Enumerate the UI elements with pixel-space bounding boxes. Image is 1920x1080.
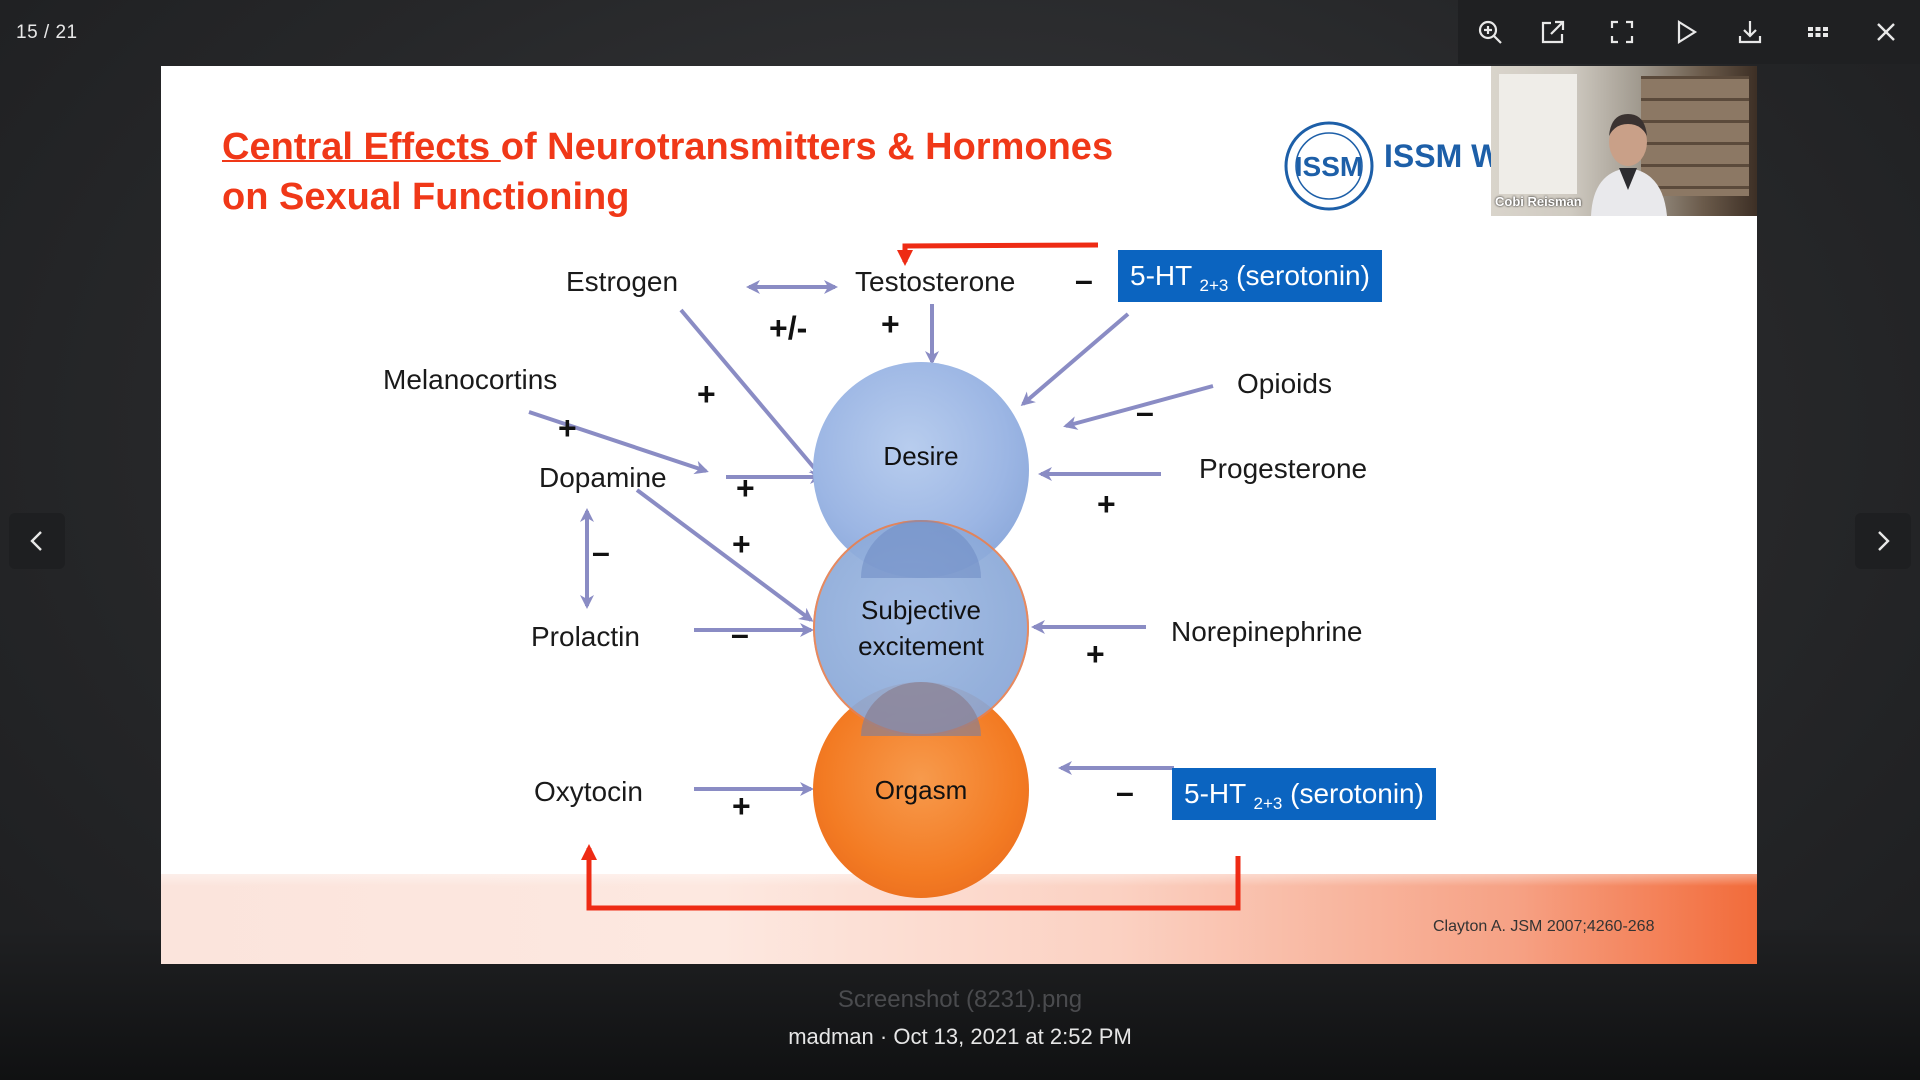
- webcam-video: Cobi Reisman: [1491, 66, 1757, 216]
- issm-logo-icon: ISSM: [1284, 121, 1374, 211]
- sign-plus: +: [1097, 486, 1116, 522]
- sign-plus: +: [881, 306, 900, 342]
- zoom-in-button[interactable]: [1472, 14, 1508, 50]
- title-rest: of Neurotransmitters & Hormones: [500, 126, 1114, 168]
- label-opioids: Opioids: [1237, 368, 1332, 399]
- orgasm-label: Orgasm: [874, 775, 968, 805]
- ghost-filename: Screenshot (8231).png: [837, 986, 1083, 1013]
- label-oxytocin: Oxytocin: [534, 776, 643, 807]
- title-underlined: Central Effects: [222, 126, 501, 168]
- participant-name: Cobi Reisman: [1495, 194, 1582, 209]
- zoom-in-icon: [1478, 20, 1502, 44]
- label-testosterone: Testosterone: [855, 266, 1016, 297]
- grid-view-icon: [1808, 27, 1828, 37]
- sign-minus: –: [731, 616, 749, 652]
- download-button[interactable]: [1732, 14, 1768, 50]
- sign-plus: +: [736, 470, 755, 506]
- viewer-toolbar: [1458, 0, 1920, 64]
- label-prolactin: Prolactin: [531, 621, 640, 652]
- chevron-left-icon: [30, 531, 42, 551]
- serotonin-box-bottom: 5-HT 2+3 (serotonin): [1172, 768, 1436, 820]
- label-melanocortins: Melanocortins: [383, 364, 558, 395]
- previous-button[interactable]: [9, 513, 65, 569]
- slide-title: Central Effects of Neurotransmitters & H…: [222, 122, 1113, 222]
- next-button[interactable]: [1855, 513, 1911, 569]
- serotonin-box-top: 5-HT 2+3 (serotonin): [1118, 250, 1382, 302]
- citation: Clayton A. JSM 2007;4260-268: [1433, 918, 1655, 935]
- title-line2: on Sexual Functioning: [222, 176, 630, 218]
- fullscreen-button[interactable]: [1604, 14, 1640, 50]
- close-icon: [1877, 23, 1895, 41]
- sign-plus: +: [732, 526, 751, 562]
- open-external-icon: [1541, 20, 1565, 44]
- sign-minus: –: [592, 534, 610, 570]
- label-dopamine: Dopamine: [539, 462, 667, 493]
- sign-plus: +: [558, 410, 577, 446]
- chevron-right-icon: [1878, 531, 1890, 551]
- play-slideshow-icon: [1677, 20, 1698, 44]
- sign-minus: –: [1116, 774, 1134, 810]
- grid-view-button[interactable]: [1800, 14, 1836, 50]
- sign-minus: –: [1136, 394, 1154, 430]
- fullscreen-icon: [1610, 20, 1634, 44]
- download-icon: [1738, 21, 1762, 44]
- play-slideshow-button[interactable]: [1668, 14, 1704, 50]
- close-button[interactable]: [1868, 14, 1904, 50]
- svg-text:ISSM: ISSM: [1295, 151, 1363, 182]
- sign-plus: +: [732, 788, 751, 824]
- label-norepinephrine: Norepinephrine: [1171, 616, 1363, 647]
- sign-plus: +: [697, 376, 716, 412]
- sign-plus-minus: +/-: [769, 310, 808, 346]
- participant-avatar: [1591, 114, 1667, 216]
- sign-plus: +: [1086, 636, 1105, 672]
- image-caption: madman · Oct 13, 2021 at 2:52 PM: [788, 1024, 1132, 1049]
- label-estrogen: Estrogen: [566, 266, 679, 297]
- desire-label: Desire: [883, 441, 959, 471]
- excitement-label: Subjective excitement: [858, 595, 984, 661]
- diagram-arrows: [528, 242, 1241, 911]
- logo-text: ISSM W: [1384, 138, 1502, 174]
- sign-minus: –: [1075, 262, 1093, 298]
- open-external-button[interactable]: [1535, 14, 1571, 50]
- page-counter: 15 / 21: [16, 22, 78, 43]
- label-progesterone: Progesterone: [1199, 453, 1368, 484]
